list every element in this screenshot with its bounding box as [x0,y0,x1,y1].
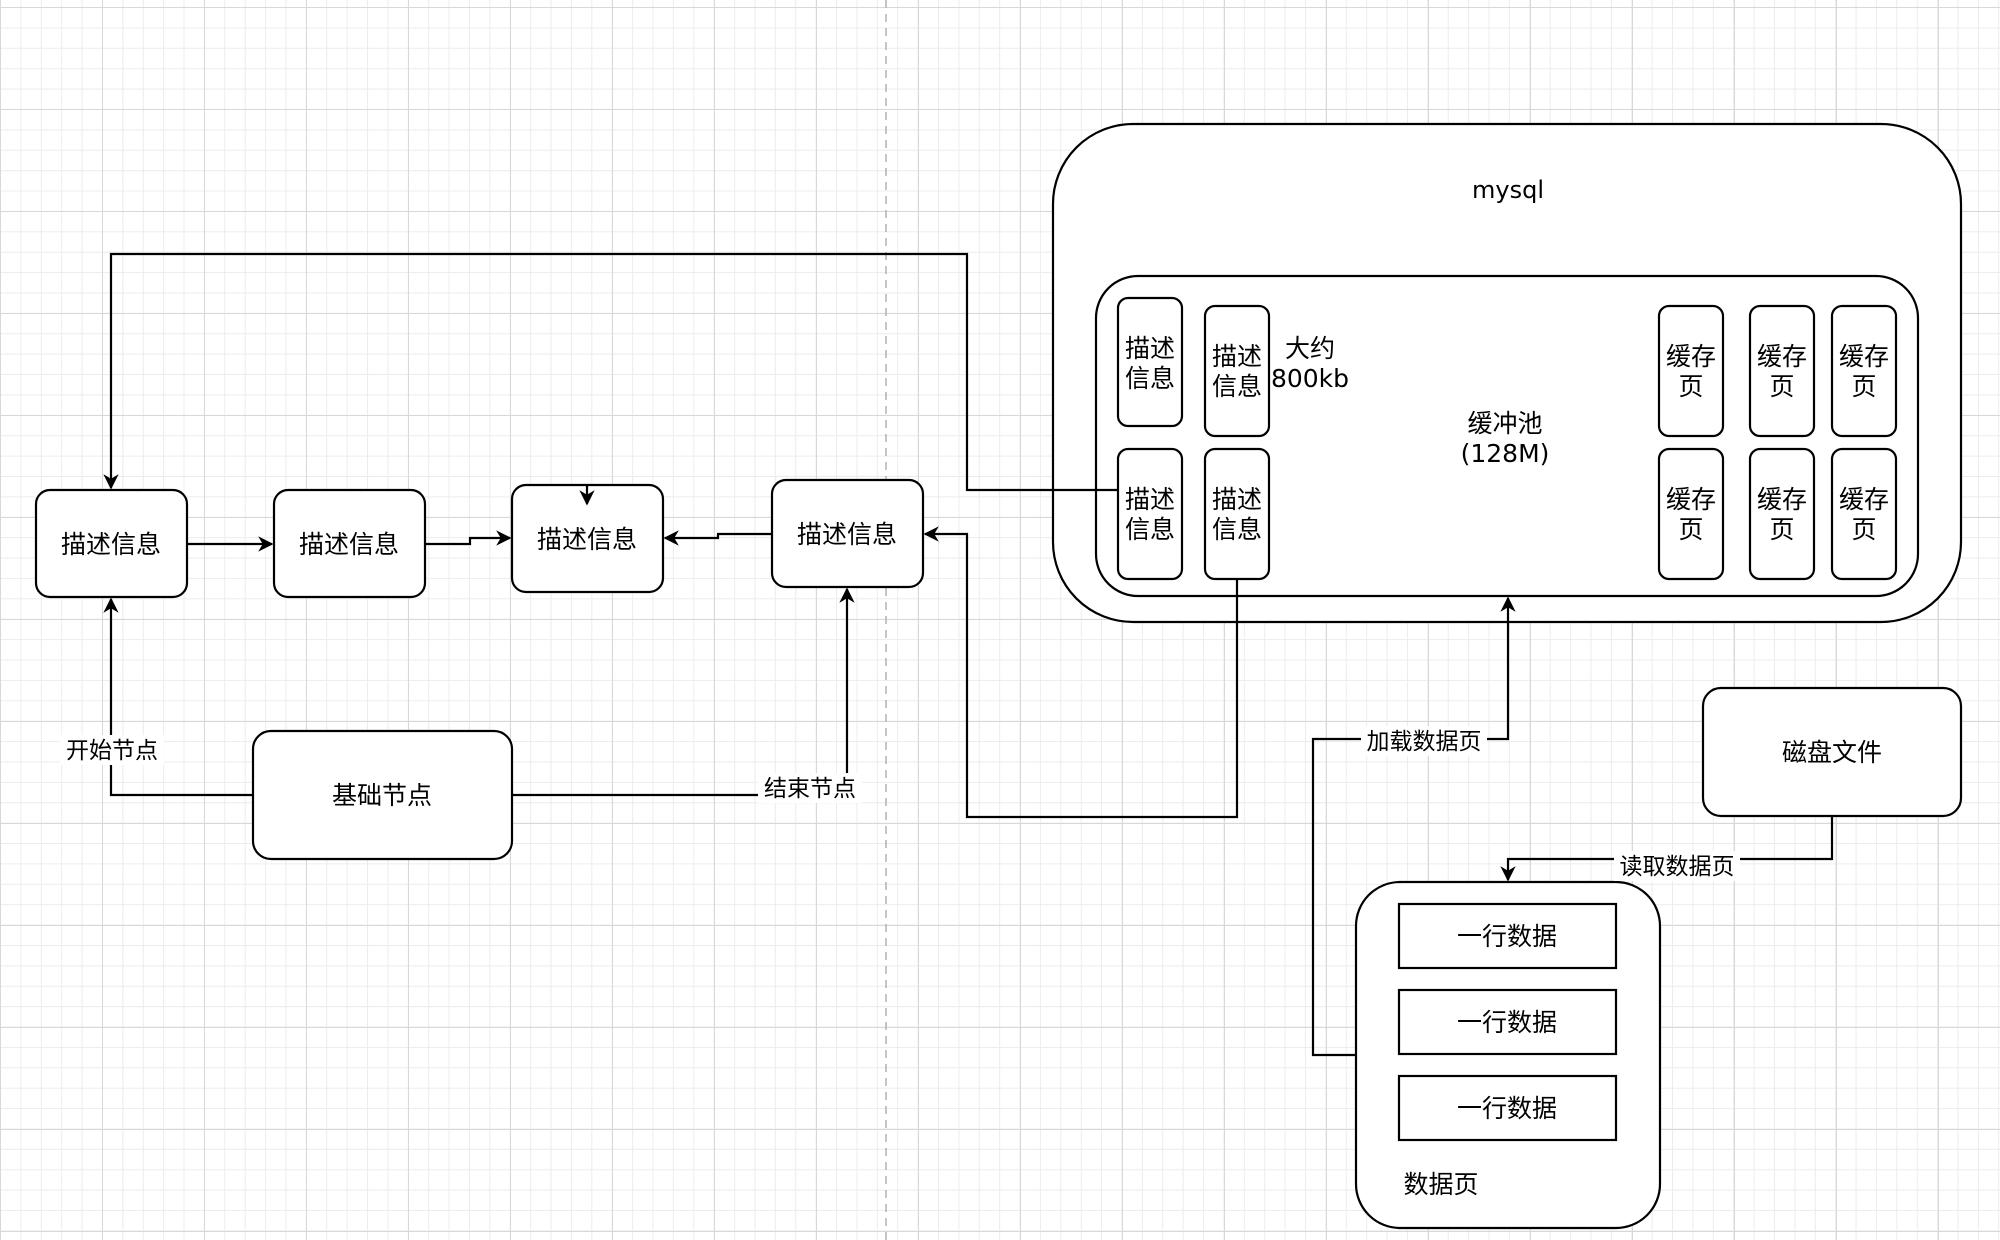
svg-text:一行数据: 一行数据 [1457,922,1557,951]
svg-text:缓存: 缓存 [1757,485,1807,514]
desc-node-4[interactable]: 描述信息 [770,478,925,589]
svg-text:一行数据: 一行数据 [1457,1008,1557,1037]
data-row-1[interactable]: 一行数据 [1397,902,1618,970]
svg-text:页: 页 [1769,515,1794,544]
cache-page-2[interactable]: 缓存 页 [1748,304,1816,438]
desc-node-2[interactable]: 描述信息 [272,488,427,599]
svg-text:信息: 信息 [1212,515,1262,544]
svg-text:页: 页 [1851,515,1876,544]
arrow-buffer-to-node1 [103,252,1118,492]
buffer-pool-label: 缓冲池 [1467,409,1542,438]
desc-block-2[interactable]: 描述 信息 [1203,304,1271,438]
approx-size-value: 800kb [1271,364,1349,393]
cache-page-3[interactable]: 缓存 页 [1830,304,1898,438]
desc-node-3[interactable]: 描述信息 [510,483,665,594]
desc-block-1[interactable]: 描述 信息 [1116,296,1184,428]
cache-page-4[interactable]: 缓存 页 [1657,447,1725,581]
svg-text:页: 页 [1678,515,1703,544]
desc-block-4[interactable]: 描述 信息 [1203,447,1271,581]
svg-text:描述: 描述 [1125,334,1175,363]
data-page-title: 数据页 [1403,1170,1478,1199]
mysql-title: mysql [1472,176,1544,204]
buffer-pool-size: (128M) [1461,439,1550,468]
svg-text:描述: 描述 [1212,485,1262,514]
svg-text:描述: 描述 [1212,342,1262,371]
arrow-node4-to-node3 [663,530,772,546]
svg-text:缓存: 缓存 [1666,342,1716,371]
arrow-node2-to-node3 [425,530,512,546]
desc-block-3[interactable]: 描述 信息 [1116,447,1184,581]
approx-size-label: 大约 [1285,334,1335,363]
svg-text:信息: 信息 [1212,372,1262,401]
svg-text:缓存: 缓存 [1839,485,1889,514]
desc-node-1[interactable]: 描述信息 [34,488,189,599]
svg-text:描述信息: 描述信息 [299,530,399,559]
svg-text:信息: 信息 [1125,515,1175,544]
start-node-label: 开始节点 [66,738,158,764]
svg-text:缓存: 缓存 [1839,342,1889,371]
svg-text:描述信息: 描述信息 [537,525,637,554]
svg-text:页: 页 [1678,372,1703,401]
svg-text:基础节点: 基础节点 [332,781,432,810]
svg-text:缓存: 缓存 [1757,342,1807,371]
svg-text:页: 页 [1851,372,1876,401]
arrow-base-to-node1 [103,597,253,797]
svg-text:描述: 描述 [1125,485,1175,514]
svg-text:页: 页 [1769,372,1794,401]
svg-text:缓存: 缓存 [1666,485,1716,514]
read-data-page-label: 读取数据页 [1620,854,1735,880]
disk-file[interactable]: 磁盘文件 [1701,686,1963,818]
svg-text:描述信息: 描述信息 [797,520,897,549]
cache-page-1[interactable]: 缓存 页 [1657,304,1725,438]
arrow-descblock-to-node4 [923,526,1239,819]
arrow-base-to-node4 [512,587,855,797]
arrow-datapage-to-bufferpool [1311,596,1516,1057]
svg-text:描述信息: 描述信息 [61,530,161,559]
data-row-2[interactable]: 一行数据 [1397,988,1618,1056]
cache-page-5[interactable]: 缓存 页 [1748,447,1816,581]
data-row-3[interactable]: 一行数据 [1397,1074,1618,1142]
cache-page-6[interactable]: 缓存 页 [1830,447,1898,581]
base-node[interactable]: 基础节点 [251,729,514,861]
load-data-page-label: 加载数据页 [1367,729,1482,755]
svg-text:磁盘文件: 磁盘文件 [1782,738,1882,767]
svg-text:一行数据: 一行数据 [1457,1094,1557,1123]
end-node-label: 结束节点 [764,776,856,802]
svg-text:信息: 信息 [1125,364,1175,393]
